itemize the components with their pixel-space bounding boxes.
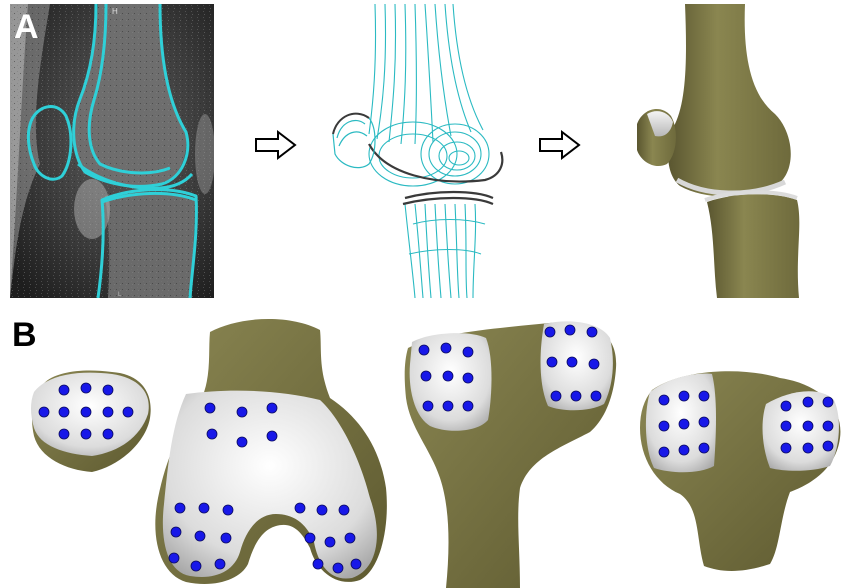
right-arrow-icon: [254, 130, 298, 160]
tibia-plateau-view: [640, 371, 840, 571]
tibia-posterior-view: [405, 321, 616, 588]
mri-segmentation-image: H L: [10, 4, 214, 298]
right-arrow-icon: [538, 130, 582, 160]
surface-model: [625, 4, 805, 298]
panel-label-a: A: [14, 10, 39, 44]
cartilage-landmark-views: [0, 308, 849, 588]
patella-view: [31, 371, 151, 472]
contour-stack-model: [325, 4, 515, 298]
mri-corner-mark: H: [112, 7, 118, 16]
femur-view: [155, 319, 387, 584]
